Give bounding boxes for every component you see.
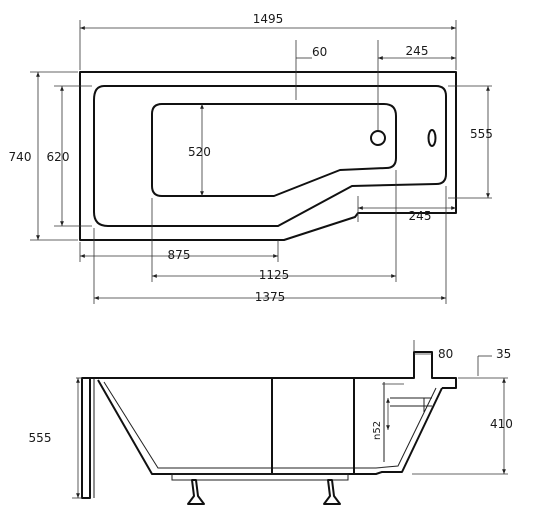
dim-rim-width: 80 <box>438 347 453 361</box>
front-panel <box>81 377 91 499</box>
dim-panel-offset: 60 <box>312 45 327 59</box>
top-view: 1495 60 245 740 620 520 555 245 875 1125… <box>9 12 493 304</box>
side-tub-body <box>97 379 443 475</box>
outer-rim-outline <box>79 71 457 241</box>
basin-bottom-outline <box>151 103 397 197</box>
dim-shower-width: 555 <box>470 127 493 141</box>
dim-height-total: 555 <box>29 431 52 445</box>
dim-overall-width: 740 <box>9 150 32 164</box>
inner-basin-outline <box>93 85 447 227</box>
dim-drain-offset-top: 245 <box>406 44 429 58</box>
dim-inner-width: 620 <box>47 150 70 164</box>
foot-right <box>323 479 341 505</box>
dim-basin-length-a: 875 <box>168 248 191 262</box>
frame-rail <box>171 473 349 481</box>
dim-tub-height: 410 <box>490 417 513 431</box>
dim-rim-edge: 35 <box>496 347 511 361</box>
overflow-ellipse <box>427 129 437 147</box>
side-rim-outline <box>82 351 457 389</box>
dim-inner-length: 1375 <box>255 290 286 304</box>
foot-left <box>187 479 205 505</box>
dim-overflow-label: n52 <box>372 421 383 440</box>
dim-overall-length: 1495 <box>253 12 284 26</box>
dim-narrow-end: 245 <box>409 209 432 223</box>
dim-inner-depth: 520 <box>188 145 211 159</box>
dim-basin-length-b: 1125 <box>259 268 290 282</box>
drain-circle <box>370 130 386 146</box>
side-tub-inner <box>103 381 437 469</box>
side-view: 555 80 35 n52 410 <box>29 340 513 505</box>
